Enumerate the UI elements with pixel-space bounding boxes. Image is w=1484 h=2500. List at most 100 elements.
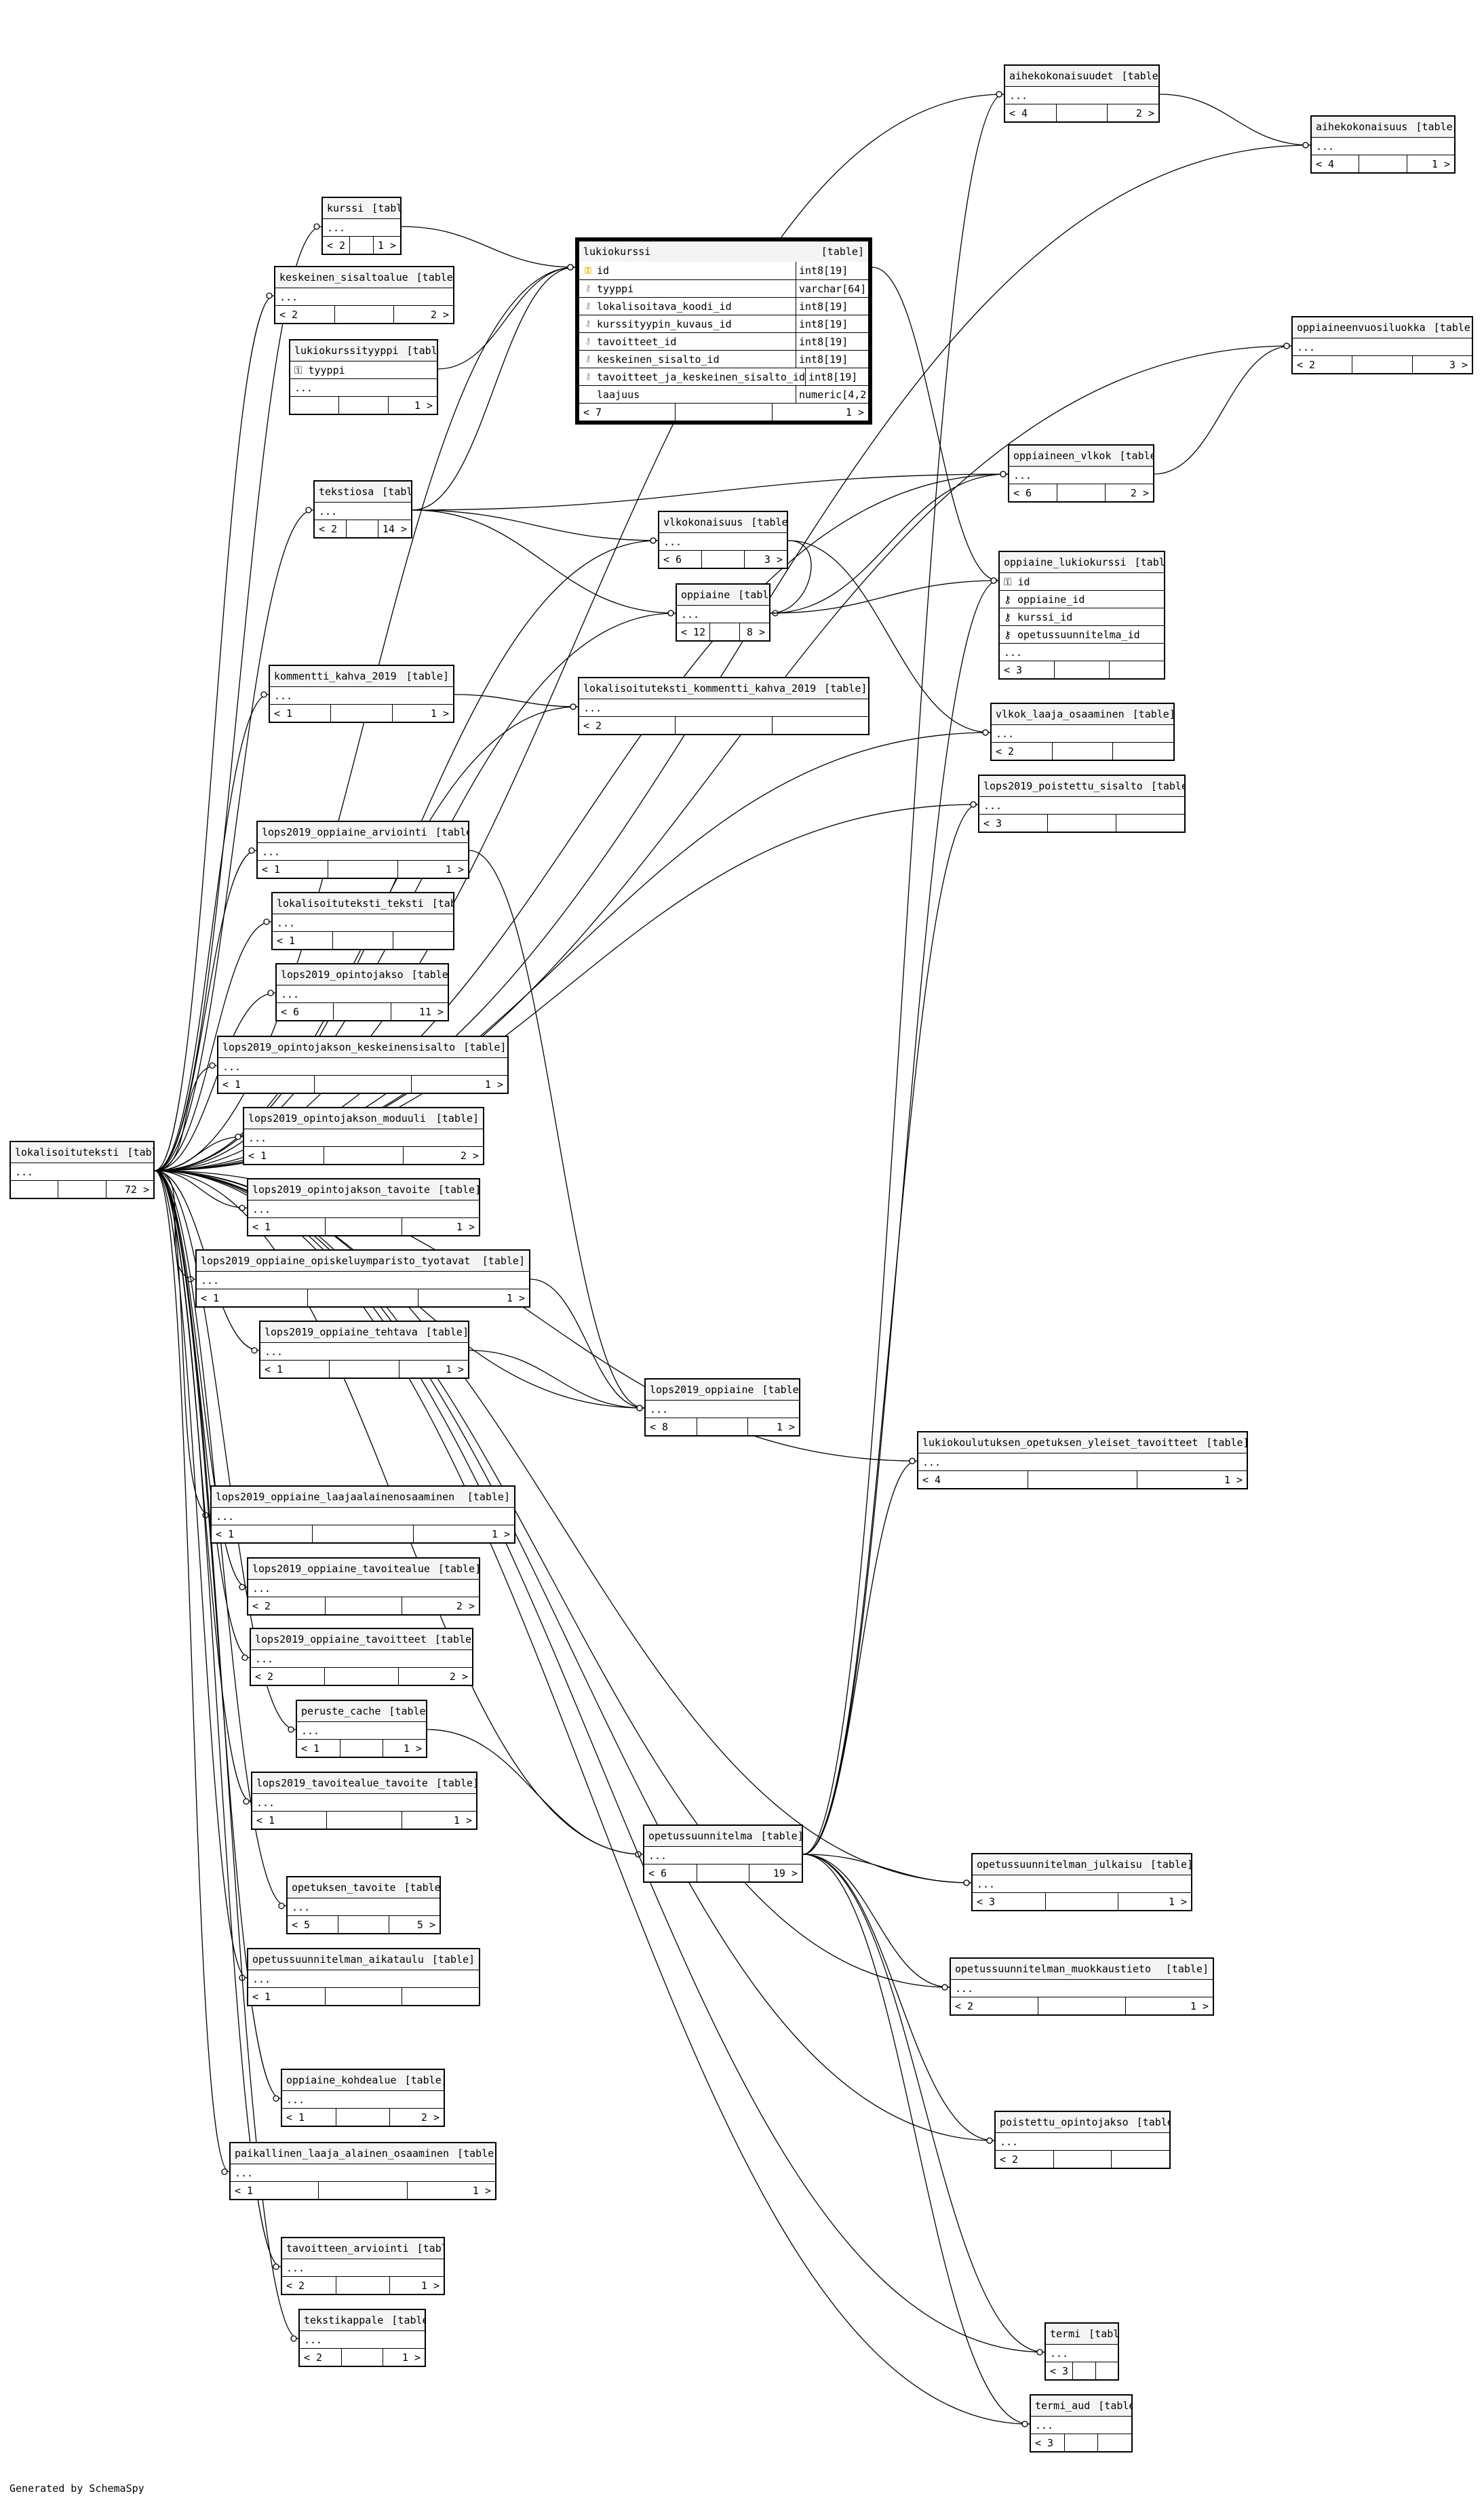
table-lops2019-opintojakson-moduuli[interactable]: lops2019_opintojakson_moduuli[table]...<… xyxy=(243,1107,484,1165)
parents-count[interactable]: < 4 xyxy=(1009,106,1028,119)
parents-count[interactable]: < 8 xyxy=(650,1420,669,1433)
table-opetussuunnitelman-muokkaustieto[interactable]: opetussuunnitelman_muokkaustieto[table].… xyxy=(950,1957,1214,2016)
parents-count[interactable]: < 7 xyxy=(583,406,602,418)
table-row[interactable]: ... xyxy=(248,1970,479,1987)
parents-count[interactable]: < 3 xyxy=(977,1895,996,1908)
table-row[interactable]: ... xyxy=(300,2330,425,2348)
table-lops2019-oppiaine-arviointi[interactable]: lops2019_oppiaine_arviointi[table]...< 1… xyxy=(256,821,469,879)
children-count[interactable]: 2 > xyxy=(393,306,453,323)
table-row[interactable]: ... xyxy=(212,1507,514,1525)
parents-count[interactable]: < 2 xyxy=(955,1999,974,2012)
table-lops2019-oppiaine[interactable]: lops2019_oppiaine[table]...< 81 > xyxy=(644,1378,800,1437)
parents-count[interactable]: < 4 xyxy=(1316,157,1335,170)
parents-count[interactable]: < 1 xyxy=(248,1149,267,1162)
parents-count[interactable]: < 6 xyxy=(663,553,682,566)
parents-count[interactable]: < 2 xyxy=(1297,358,1316,371)
table-row[interactable]: ... xyxy=(275,288,453,305)
parents-count[interactable]: < 1 xyxy=(256,1814,275,1827)
children-count[interactable]: 1 > xyxy=(401,1812,476,1829)
table-row[interactable]: ... xyxy=(277,985,448,1002)
parents-count[interactable]: < 6 xyxy=(1013,486,1032,499)
children-count[interactable]: 1 > xyxy=(1125,1997,1213,2014)
children-count[interactable]: 1 > xyxy=(402,1218,479,1235)
children-count[interactable]: 1 > xyxy=(391,705,453,722)
table-opetuksen-tavoite[interactable]: opetuksen_tavoite[table]...< 55 > xyxy=(286,1876,441,1934)
parents-count[interactable]: < 3 xyxy=(983,817,1002,829)
parents-count[interactable]: < 1 xyxy=(265,1363,284,1375)
children-count[interactable]: 11 > xyxy=(390,1003,448,1020)
children-count[interactable] xyxy=(1116,815,1184,832)
parents-count[interactable]: < 2 xyxy=(1000,2153,1019,2166)
table-row[interactable]: ⚿ tyyppi xyxy=(290,361,437,378)
table-row[interactable]: ... xyxy=(288,1898,440,1915)
table-lukiokoulutuksen-opetuksen-yleiset-tavoitteet[interactable]: lukiokoulutuksen_opetuksen_yleiset_tavoi… xyxy=(917,1431,1248,1489)
table-lops2019-oppiaine-laajaalainenosaaminen[interactable]: lops2019_oppiaine_laajaalainenosaaminen[… xyxy=(210,1485,515,1544)
children-count[interactable]: 3 > xyxy=(744,551,787,568)
parents-count[interactable]: < 2 xyxy=(255,1670,274,1683)
table-row[interactable]: ... xyxy=(996,2132,1169,2150)
children-count[interactable]: 2 > xyxy=(1105,484,1153,501)
table-peruste-cache[interactable]: peruste_cache[table]...< 11 > xyxy=(296,1700,427,1758)
table-poistettu-opintojakso[interactable]: poistettu_opintojakso[table]...< 2 xyxy=(994,2111,1171,2169)
children-count[interactable]: 2 > xyxy=(398,1668,472,1685)
parents-count[interactable]: < 1 xyxy=(262,863,281,876)
table-row[interactable]: ... xyxy=(231,2164,495,2181)
children-count[interactable]: 1 > xyxy=(418,1289,529,1306)
children-count[interactable]: 1 > xyxy=(771,404,868,421)
table-lokalisoituteksti[interactable]: lokalisoituteksti[table]...72 > xyxy=(9,1141,155,1199)
table-row[interactable]: ... xyxy=(1046,2344,1118,2362)
table-row[interactable]: ... xyxy=(11,1163,153,1180)
children-count[interactable] xyxy=(771,717,868,734)
table-row[interactable]: ... xyxy=(646,1400,799,1418)
table-paikallinen-laaja-alainen-osaaminen[interactable]: paikallinen_laaja_alainen_osaaminen[tabl… xyxy=(229,2142,496,2200)
table-lops2019-opintojakson-tavoite[interactable]: lops2019_opintojakson_tavoite[table]...<… xyxy=(247,1178,480,1236)
parents-count[interactable]: < 3 xyxy=(1035,2436,1054,2449)
children-count[interactable]: 1 > xyxy=(747,1418,799,1435)
table-row[interactable]: ... xyxy=(251,1649,472,1667)
table-row[interactable]: ... xyxy=(282,2090,444,2108)
table-row[interactable]: ... xyxy=(992,724,1173,742)
table-row[interactable]: ... xyxy=(315,502,411,520)
table-lops2019-oppiaine-tavoitealue[interactable]: lops2019_oppiaine_tavoitealue[table]...<… xyxy=(247,1557,480,1616)
children-count[interactable]: 1 > xyxy=(1137,1471,1247,1488)
parents-count[interactable]: < 1 xyxy=(274,707,293,720)
parents-count[interactable]: < 2 xyxy=(996,745,1015,758)
table-termi[interactable]: termi[table]...< 3 xyxy=(1044,2322,1119,2381)
parents-count[interactable]: < 5 xyxy=(292,1918,311,1931)
table-row[interactable]: ⚷ oppiaine_id xyxy=(1000,590,1164,608)
parents-count[interactable]: < 3 xyxy=(1004,663,1023,676)
table-row[interactable]: ... xyxy=(244,1129,483,1146)
children-count[interactable]: 2 > xyxy=(1107,104,1158,121)
table-lops2019-opintojakso[interactable]: lops2019_opintojakso[table]...< 611 > xyxy=(275,963,449,1021)
children-count[interactable] xyxy=(1112,743,1173,760)
table-row[interactable]: ... xyxy=(248,1579,479,1597)
parents-count[interactable]: < 2 xyxy=(286,2279,305,2292)
table-termi-aud[interactable]: termi_aud[table]...< 3 xyxy=(1030,2394,1133,2453)
children-count[interactable] xyxy=(393,932,453,949)
table-opetussuunnitelman-aikataulu[interactable]: opetussuunnitelman_aikataulu[table]...< … xyxy=(247,1948,480,2006)
table-row[interactable]: ... xyxy=(270,686,453,704)
table-row[interactable]: ... xyxy=(197,1271,529,1289)
table-lops2019-poistettu-sisalto[interactable]: lops2019_poistettu_sisalto[table]...< 3 xyxy=(978,775,1186,833)
table-row[interactable]: ... xyxy=(918,1453,1247,1470)
table-kurssi[interactable]: kurssi[table]...< 21 > xyxy=(321,197,402,255)
children-count[interactable]: 1 > xyxy=(383,1740,426,1757)
children-count[interactable]: 1 > xyxy=(398,1361,468,1378)
children-count[interactable]: 1 > xyxy=(397,861,468,878)
table-row[interactable]: ... xyxy=(1293,338,1472,355)
table-vlkok-laaja-osaaminen[interactable]: vlkok_laaja_osaaminen[table]...< 2 xyxy=(990,703,1175,761)
parents-count[interactable]: < 3 xyxy=(1050,2364,1069,2377)
children-count[interactable]: 5 > xyxy=(389,1916,440,1933)
table-opetussuunnitelman-julkaisu[interactable]: opetussuunnitelman_julkaisu[table]...< 3… xyxy=(971,1853,1192,1911)
table-row[interactable]: ... xyxy=(1005,86,1158,104)
table-row[interactable]: ... xyxy=(282,2259,444,2276)
